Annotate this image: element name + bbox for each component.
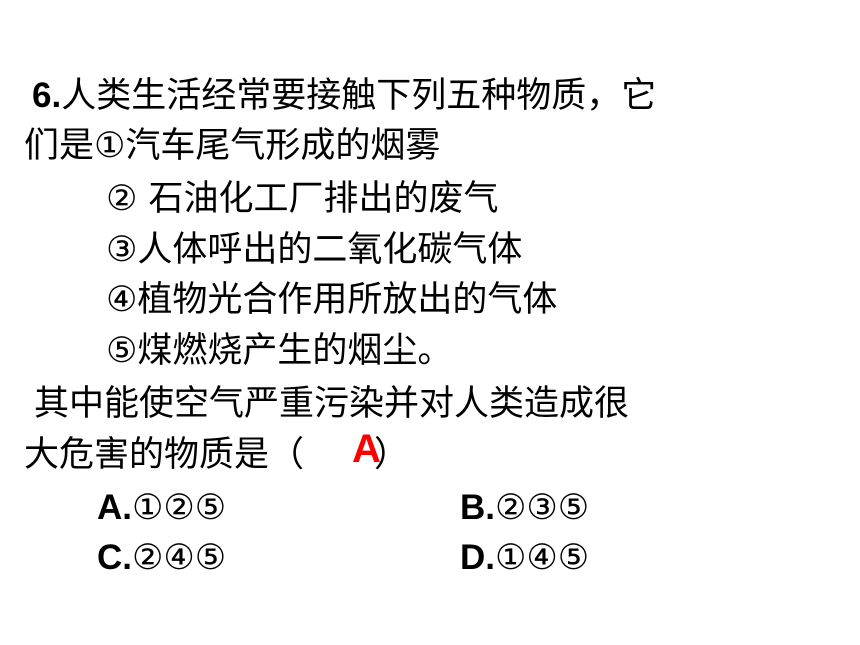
answer-mark: A xyxy=(352,427,381,471)
question-text-8: 大危害的物质是（ xyxy=(24,435,305,475)
option-a-letter: A. xyxy=(97,488,132,527)
question-line-2: 们是①汽车尾气形成的烟雾 xyxy=(24,126,441,166)
closing-paren: ） xyxy=(374,435,410,475)
option-a: A.①②⑤ xyxy=(97,486,226,530)
option-c-text: ②④⑤ xyxy=(132,538,227,578)
option-d-letter: D. xyxy=(460,538,495,577)
item-4: ④植物光合作用所放出的气体 xyxy=(106,280,558,320)
item-2: ② 石油化工厂排出的废气 xyxy=(106,179,499,219)
option-b: B.②③⑤ xyxy=(460,486,589,530)
item-5: ⑤煤燃烧产生的烟尘。 xyxy=(106,331,453,371)
option-d: D.①④⑤ xyxy=(460,536,589,580)
option-a-text: ①②⑤ xyxy=(132,488,227,528)
option-b-text: ②③⑤ xyxy=(495,488,590,528)
question-number: 6. xyxy=(32,76,62,115)
question-text-1: 人类生活经常要接触下列五种物质，它 xyxy=(61,76,657,116)
option-c-letter: C. xyxy=(97,538,132,577)
question-line-8: 大危害的物质是（ ） xyxy=(24,433,409,477)
option-b-letter: B. xyxy=(460,488,495,527)
option-d-text: ①④⑤ xyxy=(495,538,590,578)
question-line-7: 其中能使空气严重污染并对人类造成很 xyxy=(34,384,630,424)
option-c: C.②④⑤ xyxy=(97,536,226,580)
question-line-1: 6.人类生活经常要接触下列五种物质，它 xyxy=(32,74,656,118)
item-3: ③人体呼出的二氧化碳气体 xyxy=(106,230,523,270)
